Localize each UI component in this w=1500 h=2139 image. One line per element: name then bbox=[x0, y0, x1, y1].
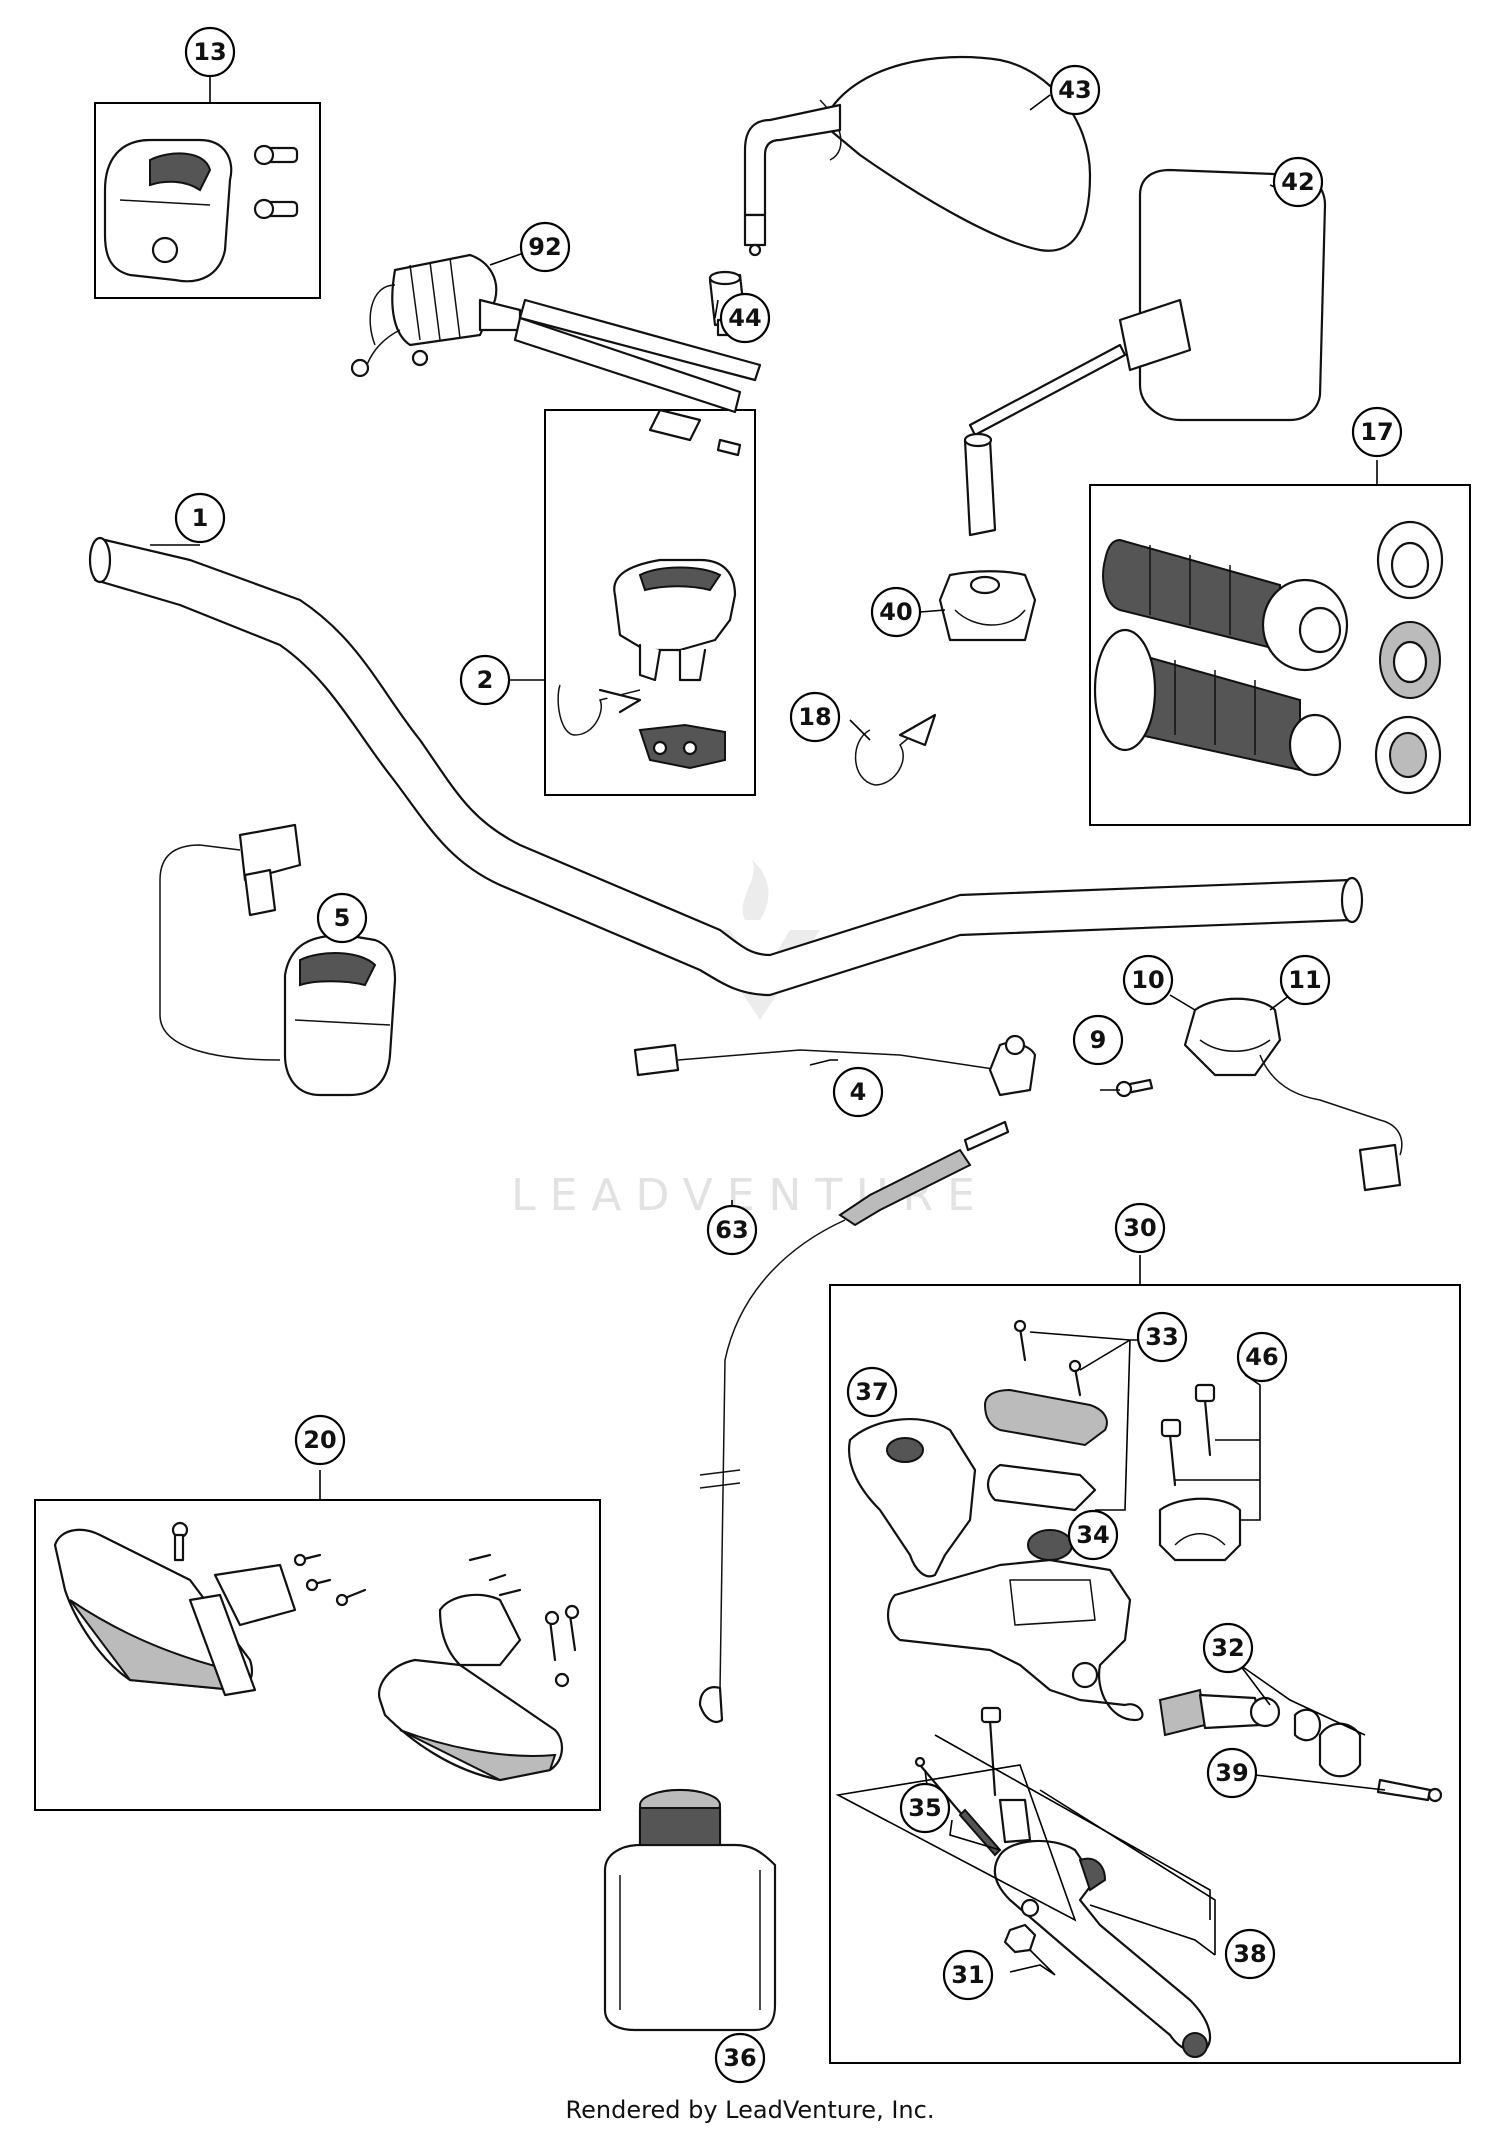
svg-text:36: 36 bbox=[723, 2044, 756, 2072]
svg-text:31: 31 bbox=[951, 1961, 984, 1989]
callout-38: 38 bbox=[1224, 1928, 1276, 1980]
svg-text:46: 46 bbox=[1245, 1343, 1278, 1371]
svg-text:34: 34 bbox=[1076, 1521, 1109, 1549]
svg-text:44: 44 bbox=[728, 304, 761, 332]
callout-31: 31 bbox=[942, 1949, 994, 2001]
part-43-mirror bbox=[743, 55, 1092, 257]
svg-text:33: 33 bbox=[1145, 1323, 1178, 1351]
svg-text:42: 42 bbox=[1281, 168, 1314, 196]
part-9-screw bbox=[1115, 1078, 1154, 1098]
box-17 bbox=[1089, 484, 1471, 826]
callout-43: 43 bbox=[1049, 64, 1101, 116]
callout-17: 17 bbox=[1351, 406, 1403, 458]
callout-36: 36 bbox=[714, 2032, 766, 2084]
svg-text:1: 1 bbox=[192, 504, 209, 532]
part-42-mirror bbox=[963, 168, 1327, 537]
part-17-grips bbox=[1093, 520, 1444, 795]
callout-44: 44 bbox=[719, 292, 771, 344]
callout-18: 18 bbox=[789, 691, 841, 743]
callout-46: 46 bbox=[1236, 1331, 1288, 1383]
callout-34: 34 bbox=[1067, 1509, 1119, 1561]
callout-37: 37 bbox=[846, 1366, 898, 1418]
svg-text:39: 39 bbox=[1215, 1759, 1248, 1787]
callout-35: 35 bbox=[899, 1782, 951, 1834]
part-30-master-cylinder bbox=[847, 1319, 1443, 2058]
handlebar bbox=[88, 536, 1364, 997]
svg-text:37: 37 bbox=[855, 1378, 888, 1406]
callout-20: 20 bbox=[294, 1414, 346, 1466]
box-30 bbox=[829, 1284, 1461, 2064]
callout-63: 63 bbox=[706, 1204, 758, 1256]
svg-text:9: 9 bbox=[1090, 1026, 1107, 1054]
box-2 bbox=[544, 409, 756, 796]
svg-text:63: 63 bbox=[715, 1216, 748, 1244]
part-5-switch bbox=[159, 823, 397, 1097]
svg-text:92: 92 bbox=[528, 233, 561, 261]
svg-text:30: 30 bbox=[1123, 1214, 1156, 1242]
part-92-throttle-assembly bbox=[350, 253, 762, 457]
svg-text:5: 5 bbox=[334, 904, 351, 932]
svg-text:20: 20 bbox=[303, 1426, 336, 1454]
callout-11: 11 bbox=[1279, 954, 1331, 1006]
part-2-switch bbox=[557, 558, 737, 770]
callout-5: 5 bbox=[316, 892, 368, 944]
footer-credit: Rendered by LeadVenture, Inc. bbox=[565, 2096, 935, 2124]
callout-42: 42 bbox=[1272, 156, 1324, 208]
callout-1: 1 bbox=[174, 492, 226, 544]
part-40-clamp bbox=[938, 570, 1037, 642]
callout-39: 39 bbox=[1206, 1747, 1258, 1799]
part-13-switch-housing bbox=[103, 138, 299, 283]
callout-33: 33 bbox=[1136, 1311, 1188, 1363]
svg-text:2: 2 bbox=[477, 666, 494, 694]
part-20-hand-guards bbox=[53, 1521, 580, 1782]
callout-4: 4 bbox=[832, 1066, 884, 1118]
box-13 bbox=[94, 102, 321, 299]
callout-40: 40 bbox=[870, 586, 922, 638]
part-18-cable-tie bbox=[854, 713, 937, 786]
part-36-fluid-bottle bbox=[603, 1788, 777, 2032]
callout-92: 92 bbox=[519, 221, 571, 273]
svg-text:40: 40 bbox=[879, 598, 912, 626]
callout-2: 2 bbox=[459, 654, 511, 706]
svg-text:32: 32 bbox=[1211, 1634, 1244, 1662]
svg-text:18: 18 bbox=[798, 703, 831, 731]
svg-text:38: 38 bbox=[1233, 1940, 1266, 1968]
callout-9: 9 bbox=[1072, 1014, 1124, 1066]
svg-text:4: 4 bbox=[850, 1078, 867, 1106]
svg-text:43: 43 bbox=[1058, 76, 1091, 104]
callout-32: 32 bbox=[1202, 1622, 1254, 1674]
part-10-11-clamp-sensor bbox=[1183, 997, 1403, 1192]
part-63-brake-line bbox=[698, 1120, 1010, 1723]
svg-text:17: 17 bbox=[1360, 418, 1393, 446]
callout-13: 13 bbox=[184, 26, 236, 78]
svg-text:35: 35 bbox=[908, 1794, 941, 1822]
svg-text:10: 10 bbox=[1131, 966, 1164, 994]
box-20 bbox=[34, 1499, 601, 1811]
svg-text:13: 13 bbox=[193, 38, 226, 66]
part-4-sensor-cable bbox=[633, 1034, 1037, 1097]
svg-text:11: 11 bbox=[1288, 966, 1321, 994]
callout-10: 10 bbox=[1122, 954, 1174, 1006]
callout-30: 30 bbox=[1114, 1202, 1166, 1254]
